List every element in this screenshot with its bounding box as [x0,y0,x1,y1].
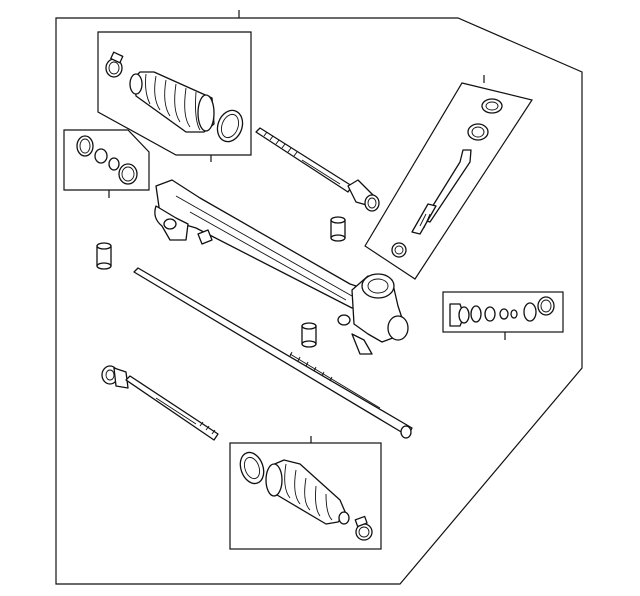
left-boot-kit[interactable] [97,31,252,162]
mount-bushing-lower[interactable] [301,322,317,348]
seal-kit[interactable] [63,129,150,198]
boot-clamp-small-right [354,515,373,541]
valve-seal-kit[interactable] [442,291,564,340]
boot-clamp-large [216,109,244,143]
lower-inner-tie-rod[interactable] [101,365,219,441]
boot-clamp-large-right [239,451,265,485]
pinion-kit[interactable] [364,75,533,280]
rack-housing[interactable] [154,179,409,355]
mount-bushing-left[interactable] [96,242,112,270]
upper-inner-tie-rod[interactable] [255,127,380,212]
boot-bellows [129,71,215,133]
right-boot-kit[interactable] [229,436,382,550]
rack-bar[interactable] [133,267,413,439]
boot-bellows-right [265,459,350,525]
boot-clamp-small [105,51,124,78]
mount-bushing[interactable] [330,216,346,242]
